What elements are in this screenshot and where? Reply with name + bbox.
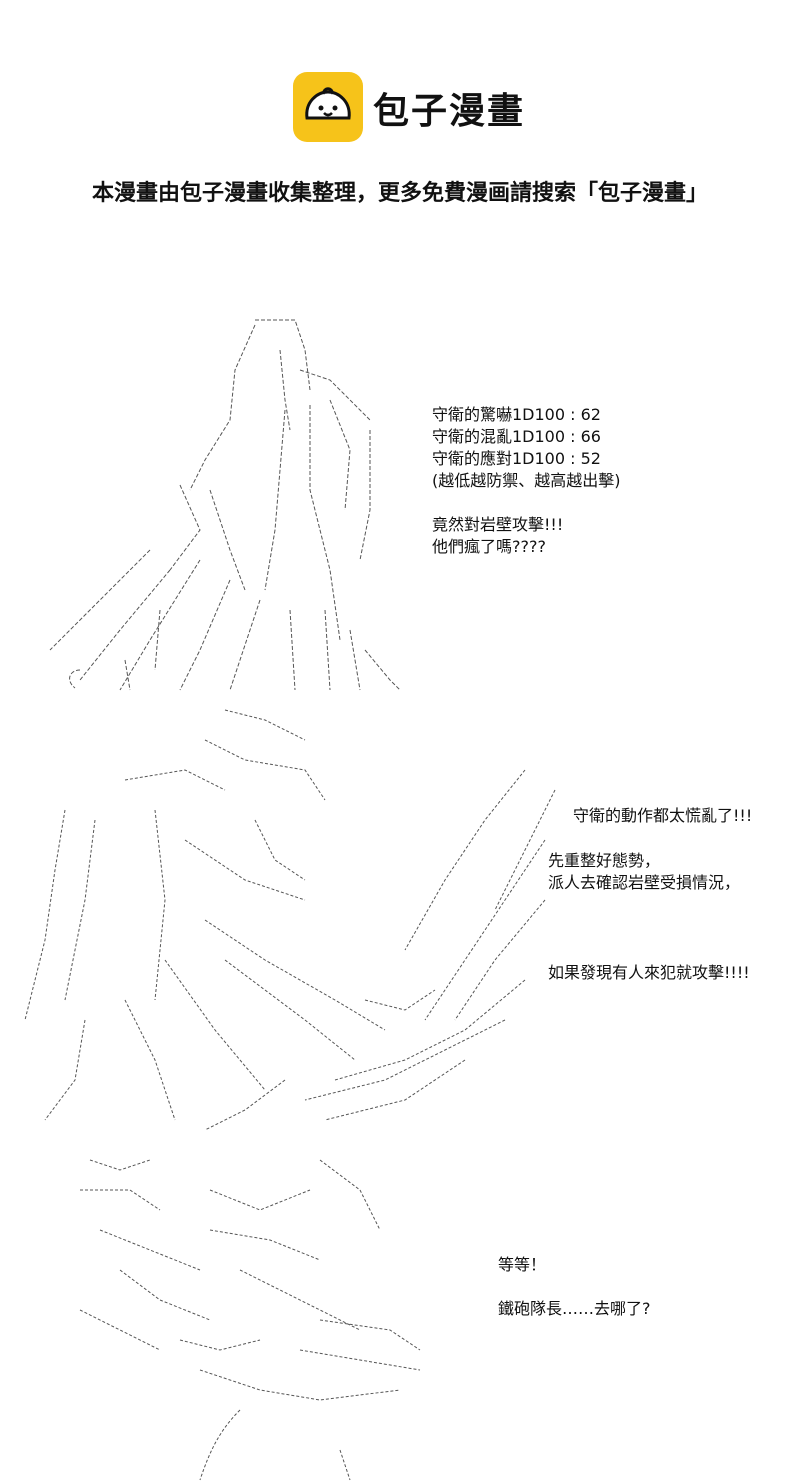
dialogue-line: (越低越防禦、越高越出擊) [432, 471, 621, 490]
dialogue-line: 守衛的混亂1D100 : 66 [432, 427, 601, 446]
dialogue-line: 如果發現有人來犯就攻擊!!!! [548, 963, 750, 982]
dialogue-line: 守衛的驚嚇1D100 : 62 [432, 405, 601, 424]
dialogue-panel-2-line-1: 守衛的動作都太慌亂了!!! [573, 805, 752, 827]
source-notice: 本漫畫由包子漫畫收集整理，更多免費漫画請搜索「包子漫畫」 [91, 181, 708, 206]
dialogue-line [432, 492, 621, 514]
dialogue-panel-2-line-2: 先重整好態勢， 派人去確認岩壁受損情況， [548, 850, 740, 894]
steamed-bun-icon [293, 72, 363, 142]
dialogue-panel-1: 守衛的驚嚇1D100 : 62 守衛的混亂1D100 : 66 守衛的應對1D1… [432, 404, 621, 558]
dialogue-line: 守衛的應對1D100 : 52 [432, 449, 601, 468]
dialogue-line: 派人去確認岩壁受損情況， [548, 873, 741, 892]
ascii-art-soldier [79, 1159, 421, 1481]
dialogue-panel-3-line-2: 鐵砲隊長……去哪了? [498, 1298, 651, 1320]
dialogue-line: 守衛的動作都太慌亂了!!! [573, 806, 753, 825]
brand-name: 包子漫畫 [373, 91, 526, 132]
dialogue-panel-2-line-3: 如果發現有人來犯就攻擊!!!! [548, 962, 750, 984]
dialogue-line: 鐵砲隊長……去哪了? [498, 1299, 651, 1318]
dialogue-line: 竟然對岩壁攻擊!!! [432, 515, 564, 534]
dialogue-panel-3-line-1: 等等！ [498, 1254, 546, 1276]
ascii-art-swordsman [49, 319, 401, 691]
dialogue-line: 先重整好態勢， [548, 851, 661, 870]
dialogue-line: 等等！ [498, 1255, 547, 1274]
brand-logo: 包子漫畫 [293, 72, 523, 142]
ascii-art-slash [24, 709, 556, 1131]
dialogue-line: 他們瘋了嗎???? [432, 537, 546, 556]
